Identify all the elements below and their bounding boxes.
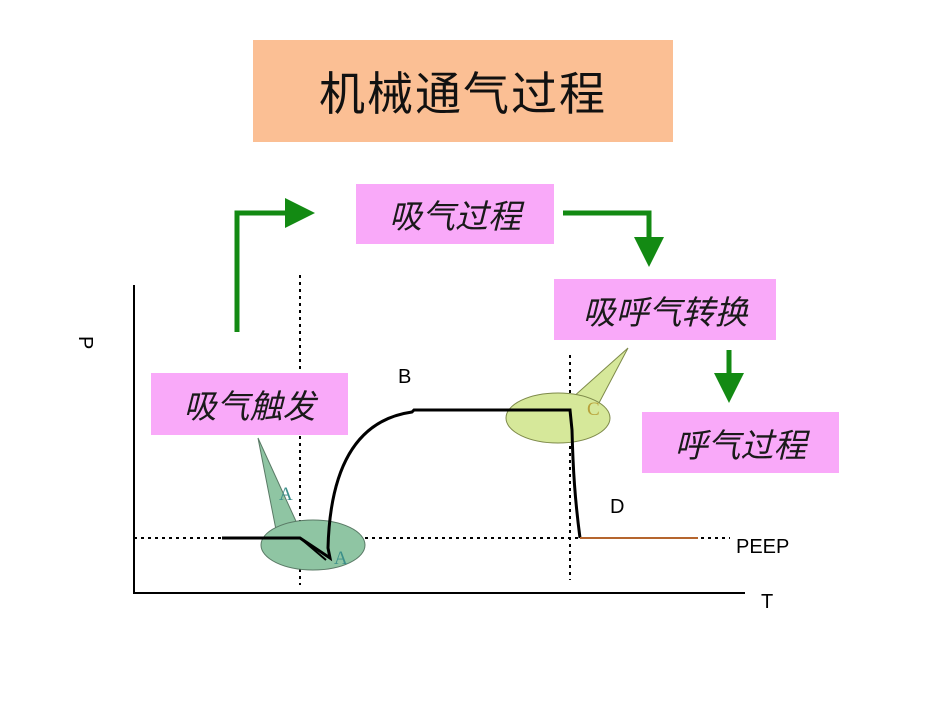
page-title: 机械通气过程 <box>319 67 607 121</box>
title-banner: 机械通气过程 <box>253 40 673 142</box>
trigger-callout <box>257 437 366 571</box>
peep-label: PEEP <box>736 536 790 558</box>
inspiration-phase-box: 吸气过程 <box>356 184 554 244</box>
point-c-label: C <box>587 399 600 420</box>
trigger-phase-box: 吸气触发 <box>151 373 348 435</box>
trigger-dip-line <box>299 537 327 561</box>
y-axis-label: P <box>74 336 96 350</box>
point-b-label: B <box>398 366 412 388</box>
point-a-lower-label: A <box>334 548 348 569</box>
expiration-phase-box: 呼气过程 <box>642 412 839 473</box>
arrow-to-switch <box>563 210 664 267</box>
x-axis-label: T <box>761 591 774 613</box>
arrow-to-inspiration <box>234 198 315 332</box>
point-d-label: D <box>610 496 625 518</box>
point-a-upper-label: A <box>279 484 293 505</box>
pressure-curve <box>222 408 582 562</box>
switch-phase-box: 吸呼气转换 <box>554 279 776 340</box>
switch-callout <box>505 347 629 444</box>
